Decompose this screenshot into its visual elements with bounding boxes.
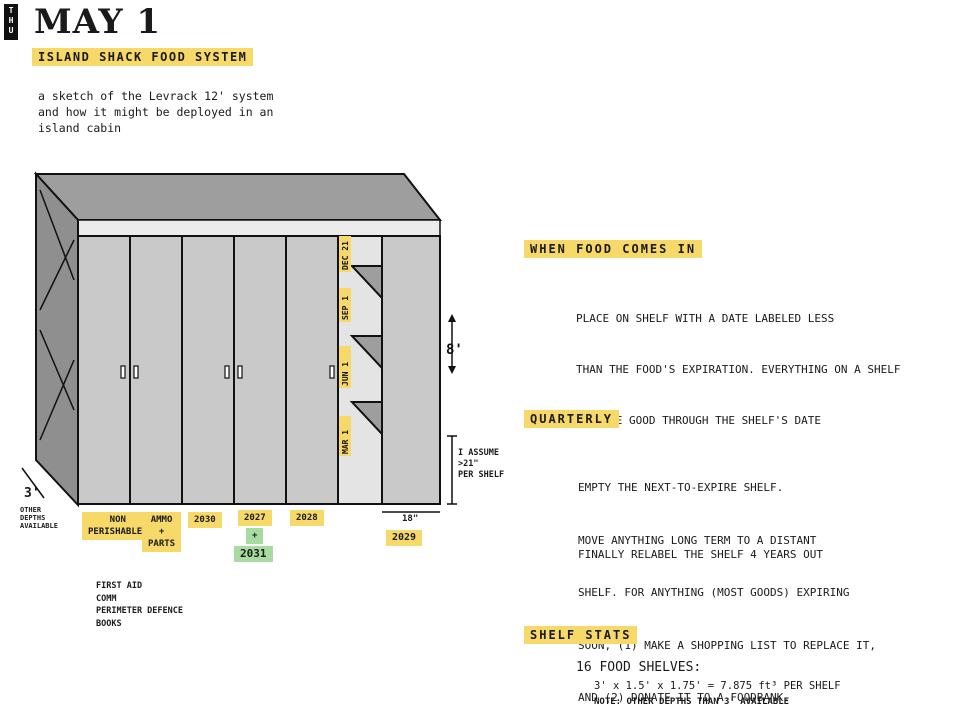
page-date: MAY 1 xyxy=(34,2,162,42)
depth-note-line: OTHER xyxy=(20,506,42,514)
door-handle xyxy=(120,365,126,379)
shelf-board xyxy=(349,401,383,437)
tag-line: AMMO xyxy=(150,515,173,525)
shelf-board xyxy=(349,335,383,371)
depth-label: 3' xyxy=(24,486,40,501)
when-food-title: WHEN FOOD COMES IN xyxy=(524,240,703,258)
shelf-date-label: MAR 1 xyxy=(341,430,350,454)
tag-line: NON xyxy=(109,515,126,525)
quarterly-final: FINALLY RELABEL THE SHELF 4 YEARS OUT xyxy=(578,548,824,561)
text-line: AND (2) DONATE IT TO A FOODBANK. xyxy=(578,691,790,704)
list-item: BOOKS xyxy=(96,618,122,629)
text-line: MUST BE GOOD THROUGH THE SHELF'S DATE xyxy=(576,414,822,427)
cabinet-side-panel xyxy=(35,171,79,508)
depth-line xyxy=(21,467,45,499)
subtitle: a sketch of the Levrack 12' system and h… xyxy=(38,88,273,136)
cabinet-door xyxy=(129,235,183,505)
shelf-stats-title: SHELF STATS xyxy=(524,626,638,644)
bay-tag-2030: 2030 xyxy=(188,512,222,528)
height-label: 8' xyxy=(446,342,463,358)
depth-note-line: DEPTHS xyxy=(20,514,46,522)
day-letter: U xyxy=(8,26,14,35)
list-item: FIRST AID xyxy=(96,581,143,591)
cabinet-top xyxy=(33,173,443,221)
subtitle-line: island cabin xyxy=(38,121,122,135)
list-item: COMM xyxy=(96,593,117,604)
day-letter: H xyxy=(8,16,14,25)
text-line: MOVE ANYTHING LONG TERM TO A DISTANT xyxy=(578,533,817,547)
bay-tag-2028: 2028 xyxy=(290,510,324,526)
non-perishables-list: FIRST AID COMM PERIMETER DEFENCE BOOKS xyxy=(96,580,183,630)
system-title: ISLAND SHACK FOOD SYSTEM xyxy=(32,48,254,66)
depth-note-line: AVAILABLE xyxy=(20,522,58,530)
text-line: SOON, (1) MAKE A SHOPPING LIST TO REPLAC… xyxy=(578,638,877,652)
bay-tag-2027: 2027 xyxy=(238,510,272,526)
bay-tag-2031: 2031 xyxy=(234,546,273,562)
list-item: PERIMETER DEFENCE xyxy=(96,606,183,616)
quarterly-title: QUARTERLY xyxy=(524,410,620,428)
text-line: PLACE ON SHELF WITH A DATE LABELED LESS xyxy=(576,312,835,325)
cabinet-door xyxy=(233,235,287,505)
bay-tag-non-perishables: NON PERISHABLES xyxy=(82,512,154,540)
assumption-line: PER SHELF xyxy=(458,470,505,480)
text-line: SHELF. FOR ANYTHING (MOST GOODS) EXPIRIN… xyxy=(578,586,850,599)
door-handle xyxy=(133,365,139,379)
bay-tag-ammo: AMMO + PARTS xyxy=(142,512,182,552)
when-food-body: PLACE ON SHELF WITH A DATE LABELED LESS … xyxy=(576,276,901,446)
shelf-note: NOTE: OTHER DEPTHS THAN 3' AVAILABLE xyxy=(594,697,790,707)
door-handle xyxy=(224,365,230,379)
shelf-calc: 3' x 1.5' x 1.75' = 7.875 ft³ PER SHELF xyxy=(594,680,841,692)
shelf-board xyxy=(349,265,383,301)
tag-line: PERISHABLES xyxy=(88,527,148,537)
tag-line: + xyxy=(158,527,165,537)
shelf-date-label: JUN 1 xyxy=(341,362,350,386)
assumption-line: I ASSUME xyxy=(458,448,499,458)
cabinet-header-band xyxy=(77,219,441,237)
quarterly-body: EMPTY THE NEXT-TO-EXPIRE SHELF. MOVE ANY… xyxy=(578,444,876,724)
cabinet-door xyxy=(381,235,441,505)
shelf-date-label: SEP 1 xyxy=(341,296,350,320)
door-handle xyxy=(237,365,243,379)
width-label: 18" xyxy=(402,514,419,524)
text-line: EMPTY THE NEXT-TO-EXPIRE SHELF. xyxy=(578,481,784,494)
assumption-line: >21" xyxy=(458,459,479,469)
text-line: THAN THE FOOD'S EXPIRATION. EVERYTHING O… xyxy=(576,363,901,376)
subtitle-line: and how it might be deployed in an xyxy=(38,105,274,119)
day-tab: T H U xyxy=(4,4,18,40)
assumption-note: I ASSUME >21" PER SHELF xyxy=(458,448,504,481)
tag-line: PARTS xyxy=(148,539,176,549)
bay-tag-plus: + xyxy=(246,528,264,544)
depth-note: OTHER DEPTHS AVAILABLE xyxy=(20,506,58,530)
shelf-count: 16 FOOD SHELVES: xyxy=(576,660,702,675)
bay-tag-2029: 2029 xyxy=(386,530,423,546)
day-letter: T xyxy=(8,6,14,15)
shelf-date-label: DEC 21 xyxy=(341,241,350,270)
cabinet-sketch: DEC 21 SEP 1 JUN 1 MAR 1 8' xyxy=(21,171,463,513)
subtitle-line: a sketch of the Levrack 12' system xyxy=(38,89,274,103)
door-handle xyxy=(329,365,335,379)
